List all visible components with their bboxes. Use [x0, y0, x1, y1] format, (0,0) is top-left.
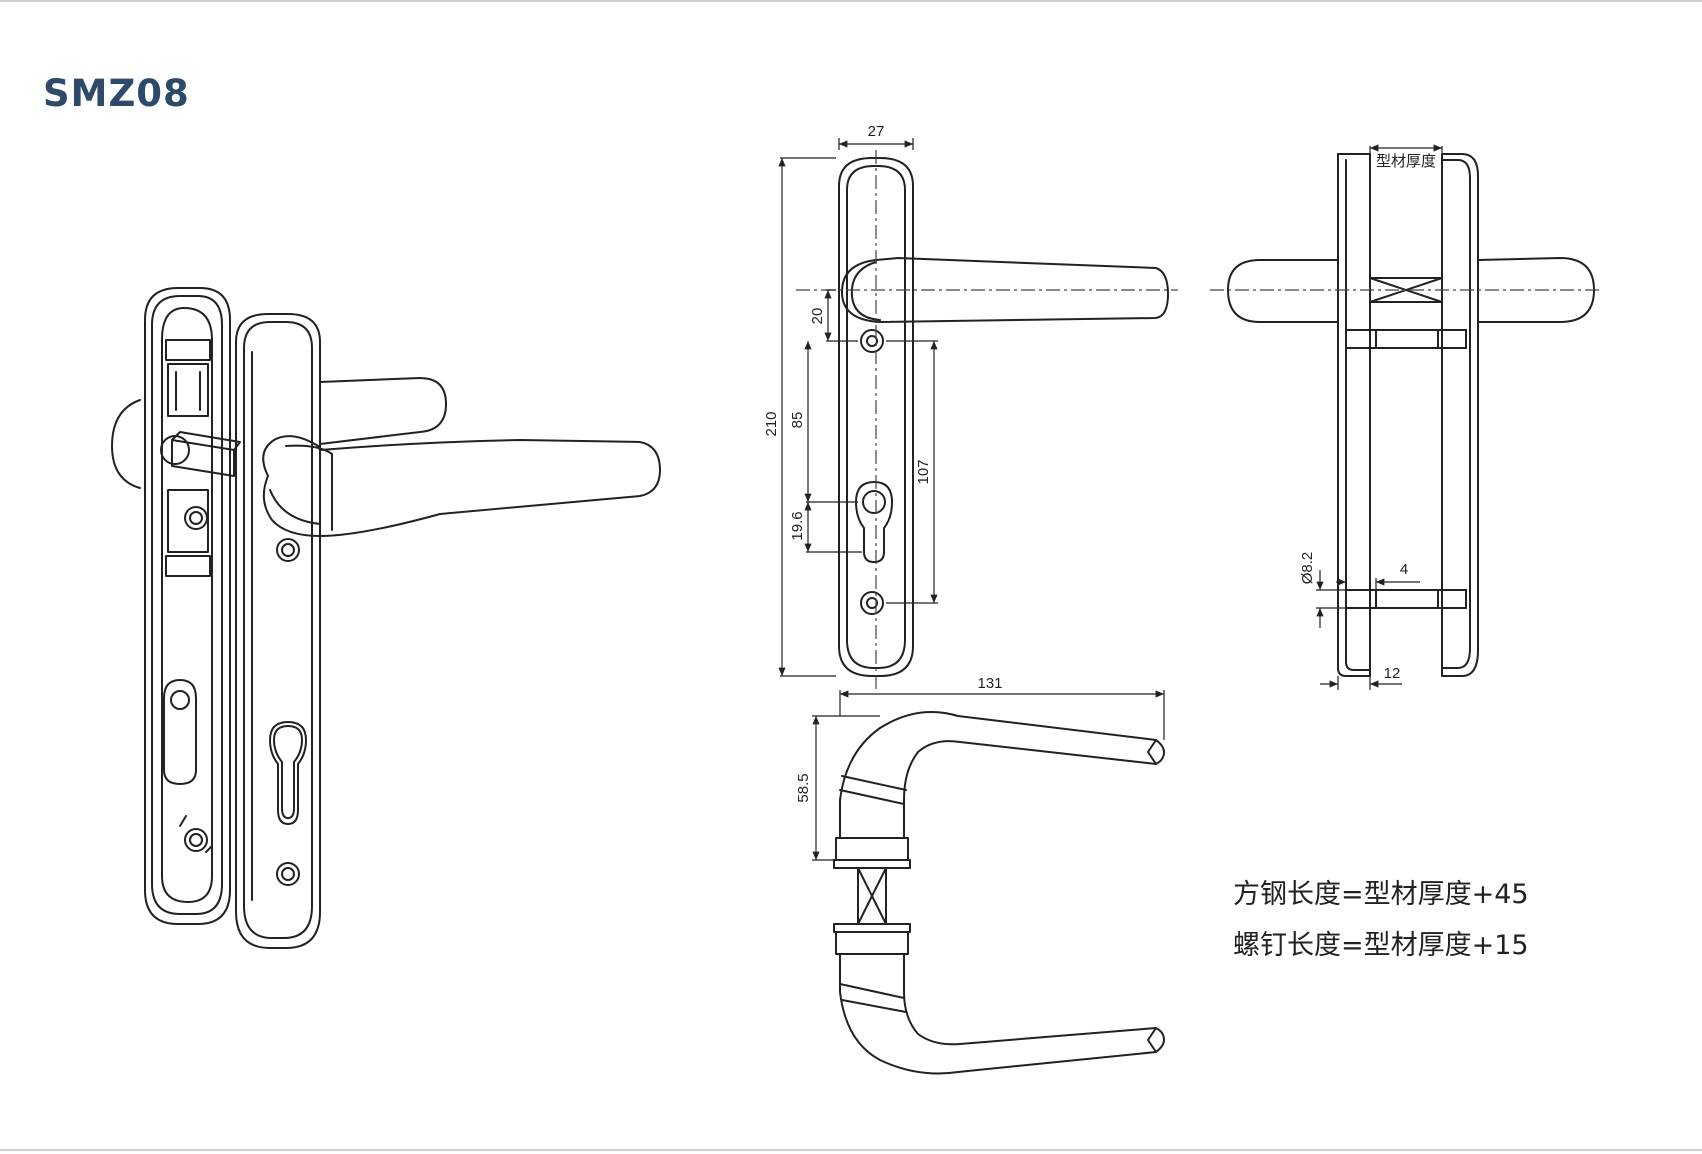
- dim-length: 131: [977, 675, 1002, 692]
- side-elevation: [1227, 153, 1595, 677]
- dim-4: 4: [1400, 561, 1408, 578]
- bottom-border: [0, 1149, 1702, 1151]
- perspective-view: [111, 287, 661, 949]
- dim-12: 12: [1384, 665, 1401, 682]
- dim-rise: 58.5: [795, 773, 812, 802]
- dim-85: 85: [789, 412, 806, 429]
- dim-19-6: 19.6: [789, 511, 806, 540]
- dim-107: 107: [915, 459, 932, 484]
- dim-diameter: Ø8.2: [1299, 552, 1316, 585]
- front-elevation: [838, 157, 1169, 677]
- top-view: [833, 711, 1165, 1075]
- dim-width: 27: [868, 123, 885, 140]
- product-title: SMZ08: [43, 72, 190, 115]
- dim-profile-thickness: 型材厚度: [1376, 152, 1436, 170]
- note-spindle-length: 方钢长度=型材厚度+45: [1233, 879, 1529, 910]
- top-border: [0, 0, 1702, 2]
- dim-20: 20: [809, 308, 826, 325]
- dim-height: 210: [763, 411, 780, 436]
- note-screw-length: 螺钉长度=型材厚度+15: [1233, 930, 1529, 961]
